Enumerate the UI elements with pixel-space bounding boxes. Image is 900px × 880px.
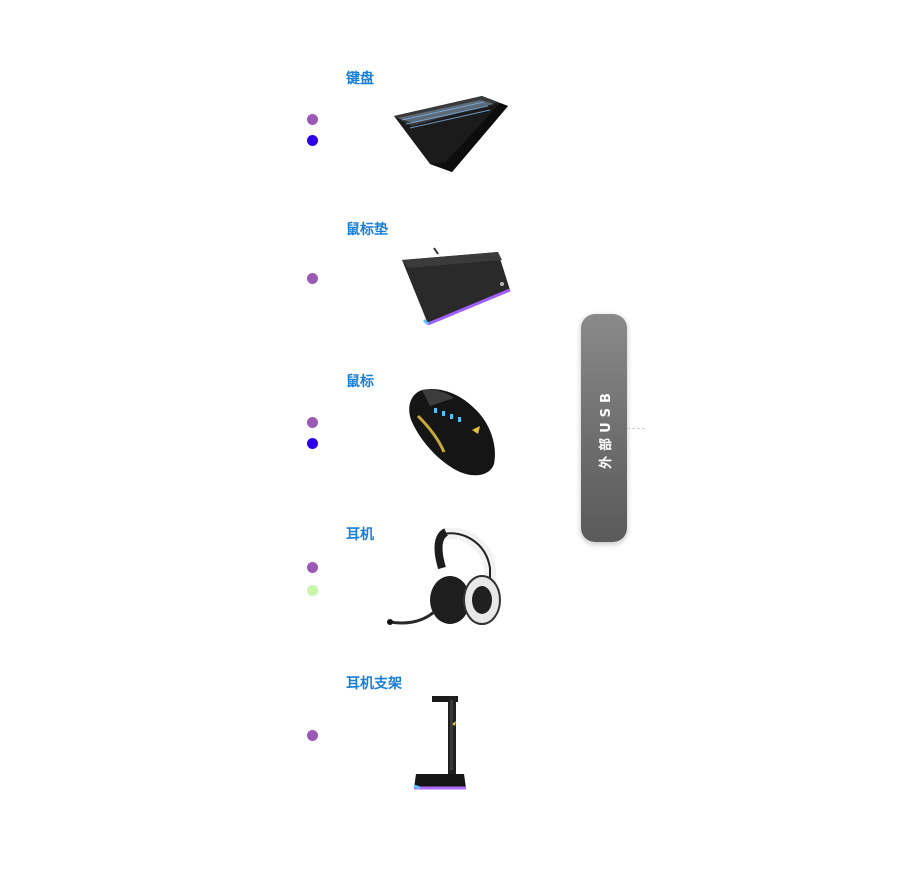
status-dot [307, 417, 318, 428]
headset-image [387, 528, 501, 625]
mousepad-image [402, 247, 511, 326]
status-dot [307, 562, 318, 573]
status-dot [307, 585, 318, 596]
status-dot [307, 273, 318, 284]
category-title: 键盘 [346, 71, 374, 87]
status-dot [307, 730, 318, 741]
status-dot [307, 135, 318, 146]
category-title: 耳机支架 [346, 676, 402, 692]
mouse-image [409, 388, 496, 476]
headset-stand-image [413, 696, 466, 790]
usb-connector-line [627, 428, 645, 429]
usb-port-panel: 外部USB [581, 314, 627, 542]
status-dot [307, 114, 318, 125]
usb-label: 外部USB [598, 387, 614, 469]
category-title: 鼠标垫 [346, 222, 388, 238]
category-title: 耳机 [346, 527, 374, 543]
status-dot [307, 438, 318, 449]
category-title: 鼠标 [346, 374, 374, 390]
keyboard-image [394, 96, 508, 172]
